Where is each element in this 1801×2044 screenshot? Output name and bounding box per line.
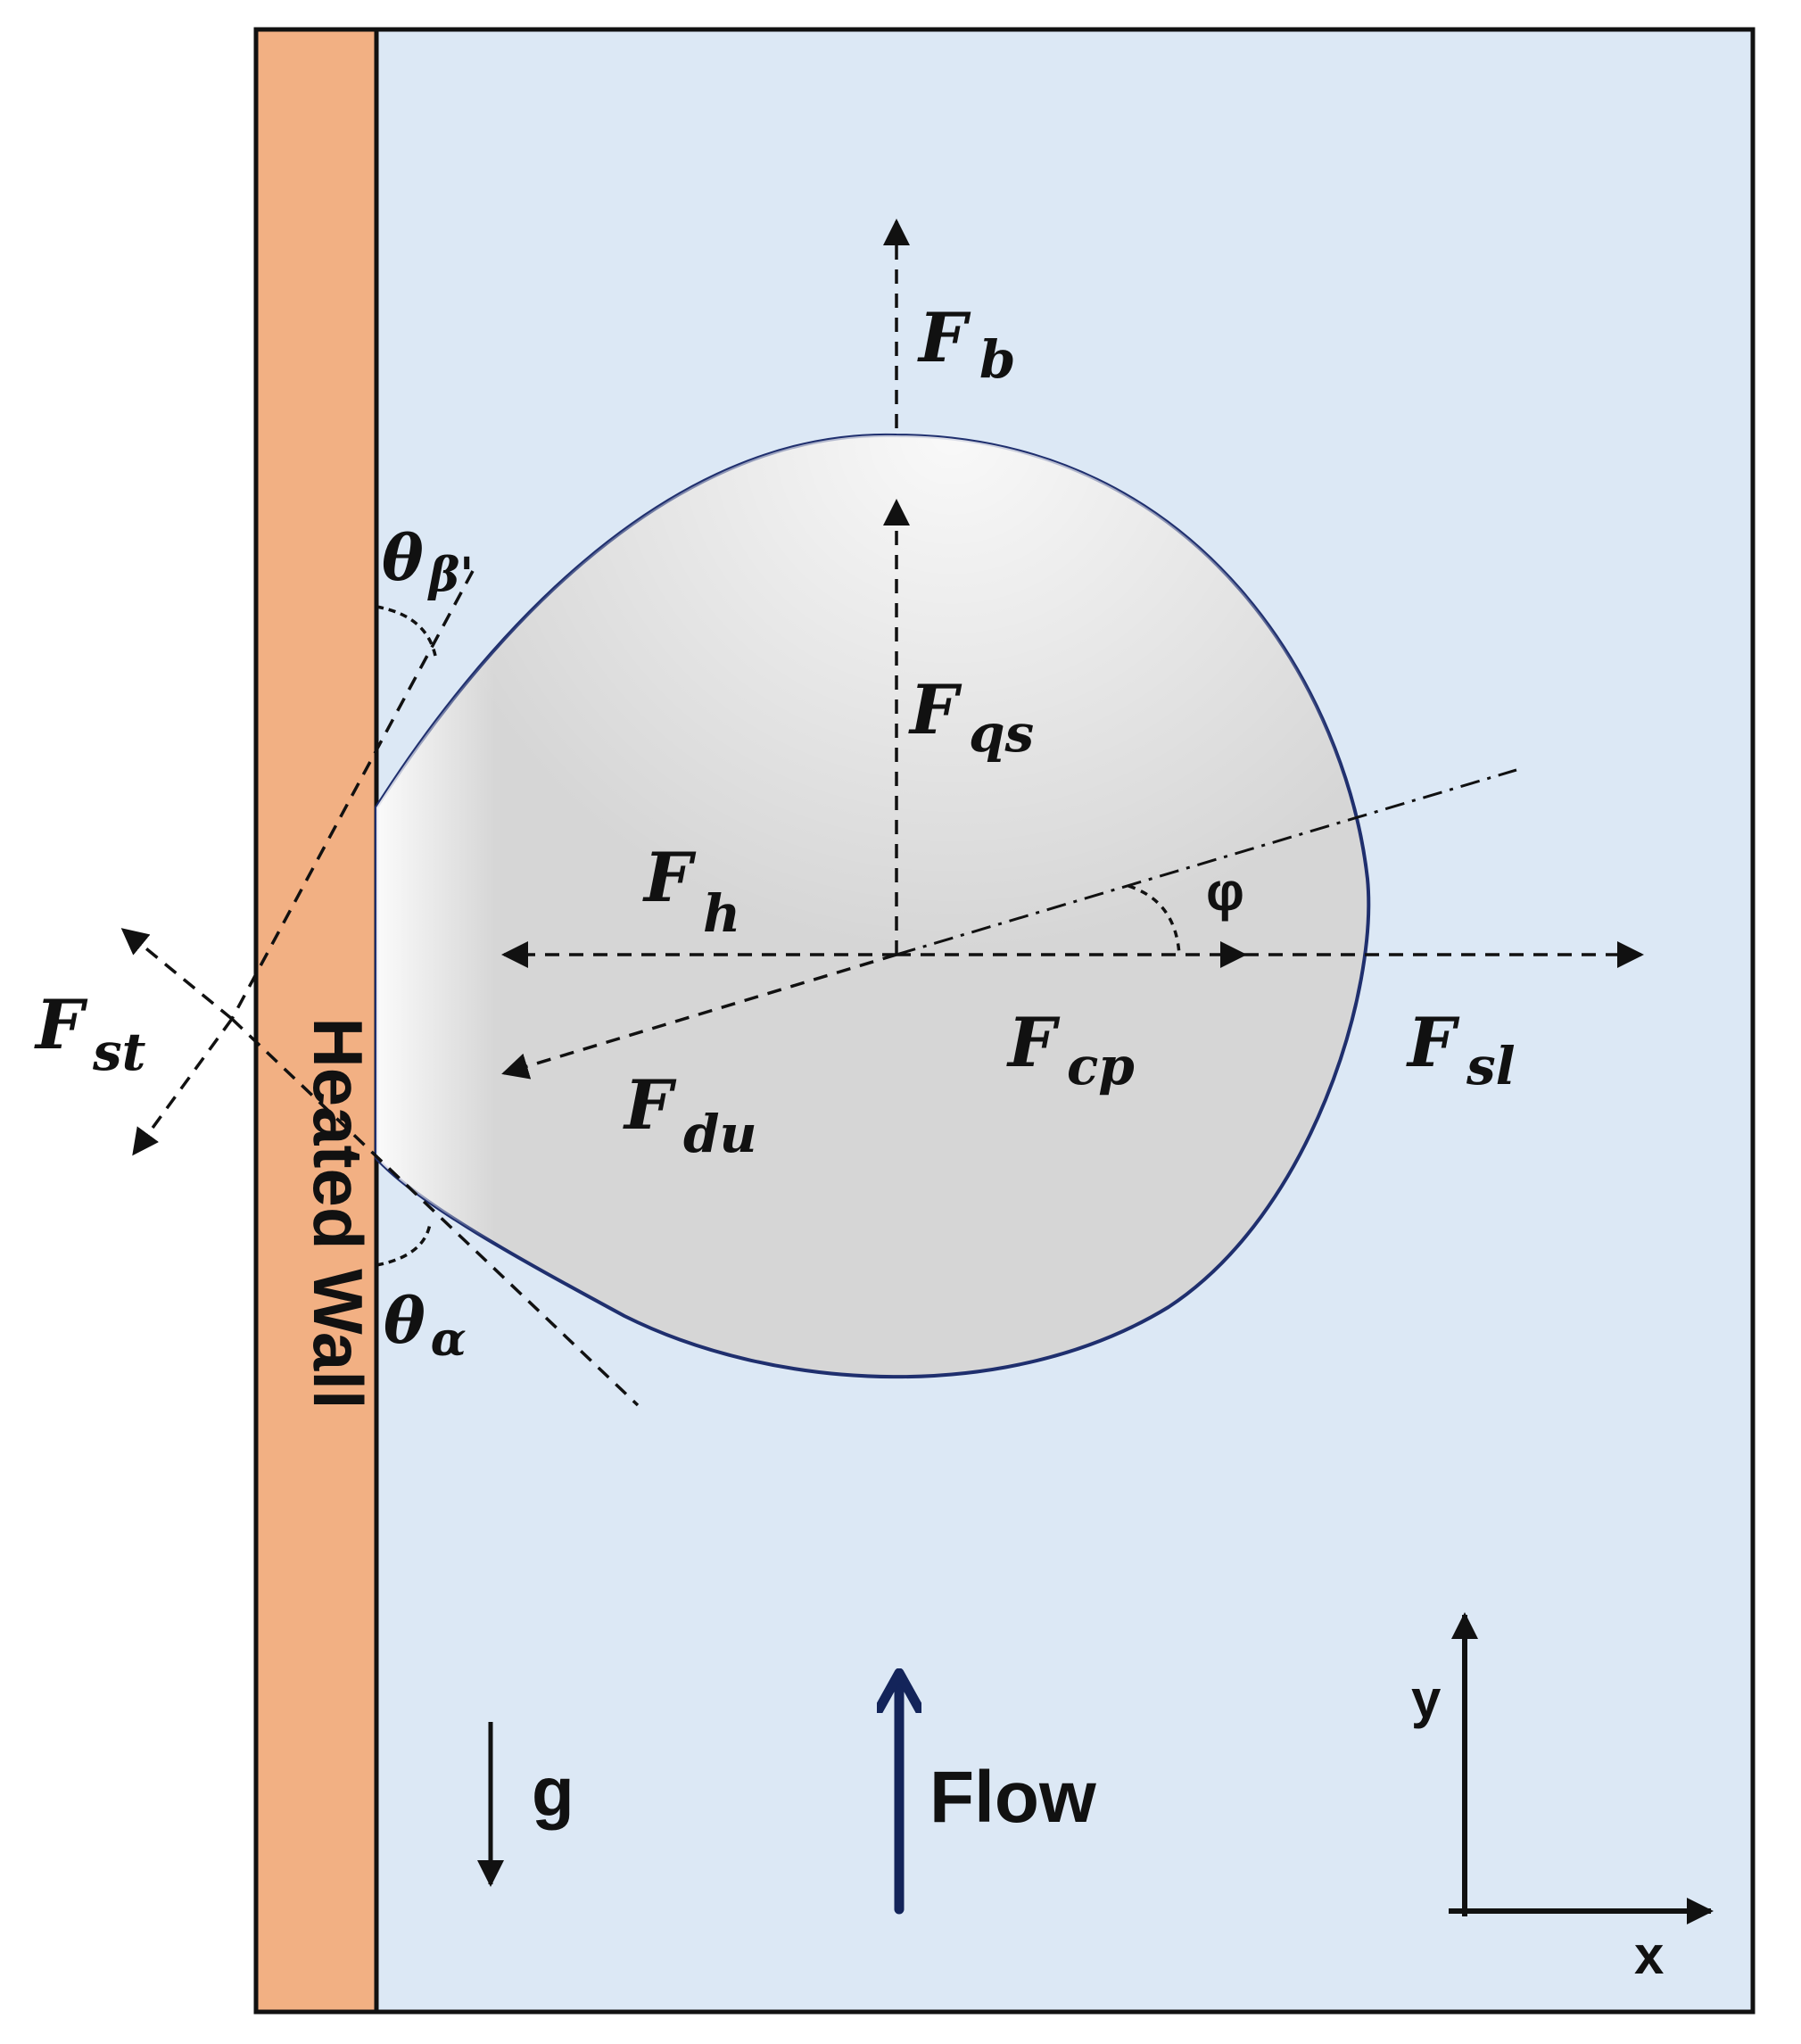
surface-tension-arrow-up <box>120 928 234 1021</box>
label-theta-alpha-sub: α <box>431 1312 467 1367</box>
heated-wall <box>253 27 379 2015</box>
gravity-label: g <box>532 1752 574 1831</box>
label-surface-tension-main: F <box>34 985 88 1064</box>
label-theta-beta-main: θ <box>382 521 424 595</box>
label-surface-tension-sub: st <box>92 1022 146 1082</box>
inclination-line <box>896 768 1517 956</box>
y-axis-label: y <box>1411 1669 1442 1729</box>
growth-force-arrow <box>501 953 897 1080</box>
label-contact-pressure-main: F <box>1006 1003 1061 1082</box>
label-phi: φ <box>1206 862 1244 922</box>
bubble-highlight-top <box>376 434 1369 1378</box>
label-theta-alpha-main: θ <box>384 1284 425 1358</box>
theta-beta-arc <box>376 605 437 657</box>
surface-tension-arrow-down <box>132 1017 234 1156</box>
theta-alpha-arc <box>376 1223 432 1267</box>
x-axis-label: x <box>1634 1925 1664 1985</box>
label-hydrodynamic-main: F <box>642 838 697 917</box>
label-theta-beta-sub: β' <box>427 548 474 602</box>
label-buoyancy-sub: b <box>979 329 1016 390</box>
label-shear-lift-sub: sl <box>1466 1036 1516 1096</box>
label-growth-sub: du <box>683 1104 757 1164</box>
label-growth-main: F <box>623 1065 677 1145</box>
flow-label: Flow <box>929 1757 1096 1838</box>
label-quasi-steady-main: F <box>908 670 962 749</box>
label-contact-pressure-sub: cp <box>1067 1036 1135 1096</box>
upper-tangent-line <box>230 570 475 1020</box>
label-hydrodynamic-sub: h <box>703 883 740 944</box>
label-quasi-steady-sub: qs <box>969 703 1034 764</box>
label-shear-lift-main: F <box>1406 1003 1460 1082</box>
phi-angle-arc <box>1128 884 1181 956</box>
heated-wall-label: Heated Wall <box>299 1017 377 1409</box>
label-buoyancy-main: F <box>917 298 971 377</box>
lower-tangent-line <box>230 1017 640 1407</box>
